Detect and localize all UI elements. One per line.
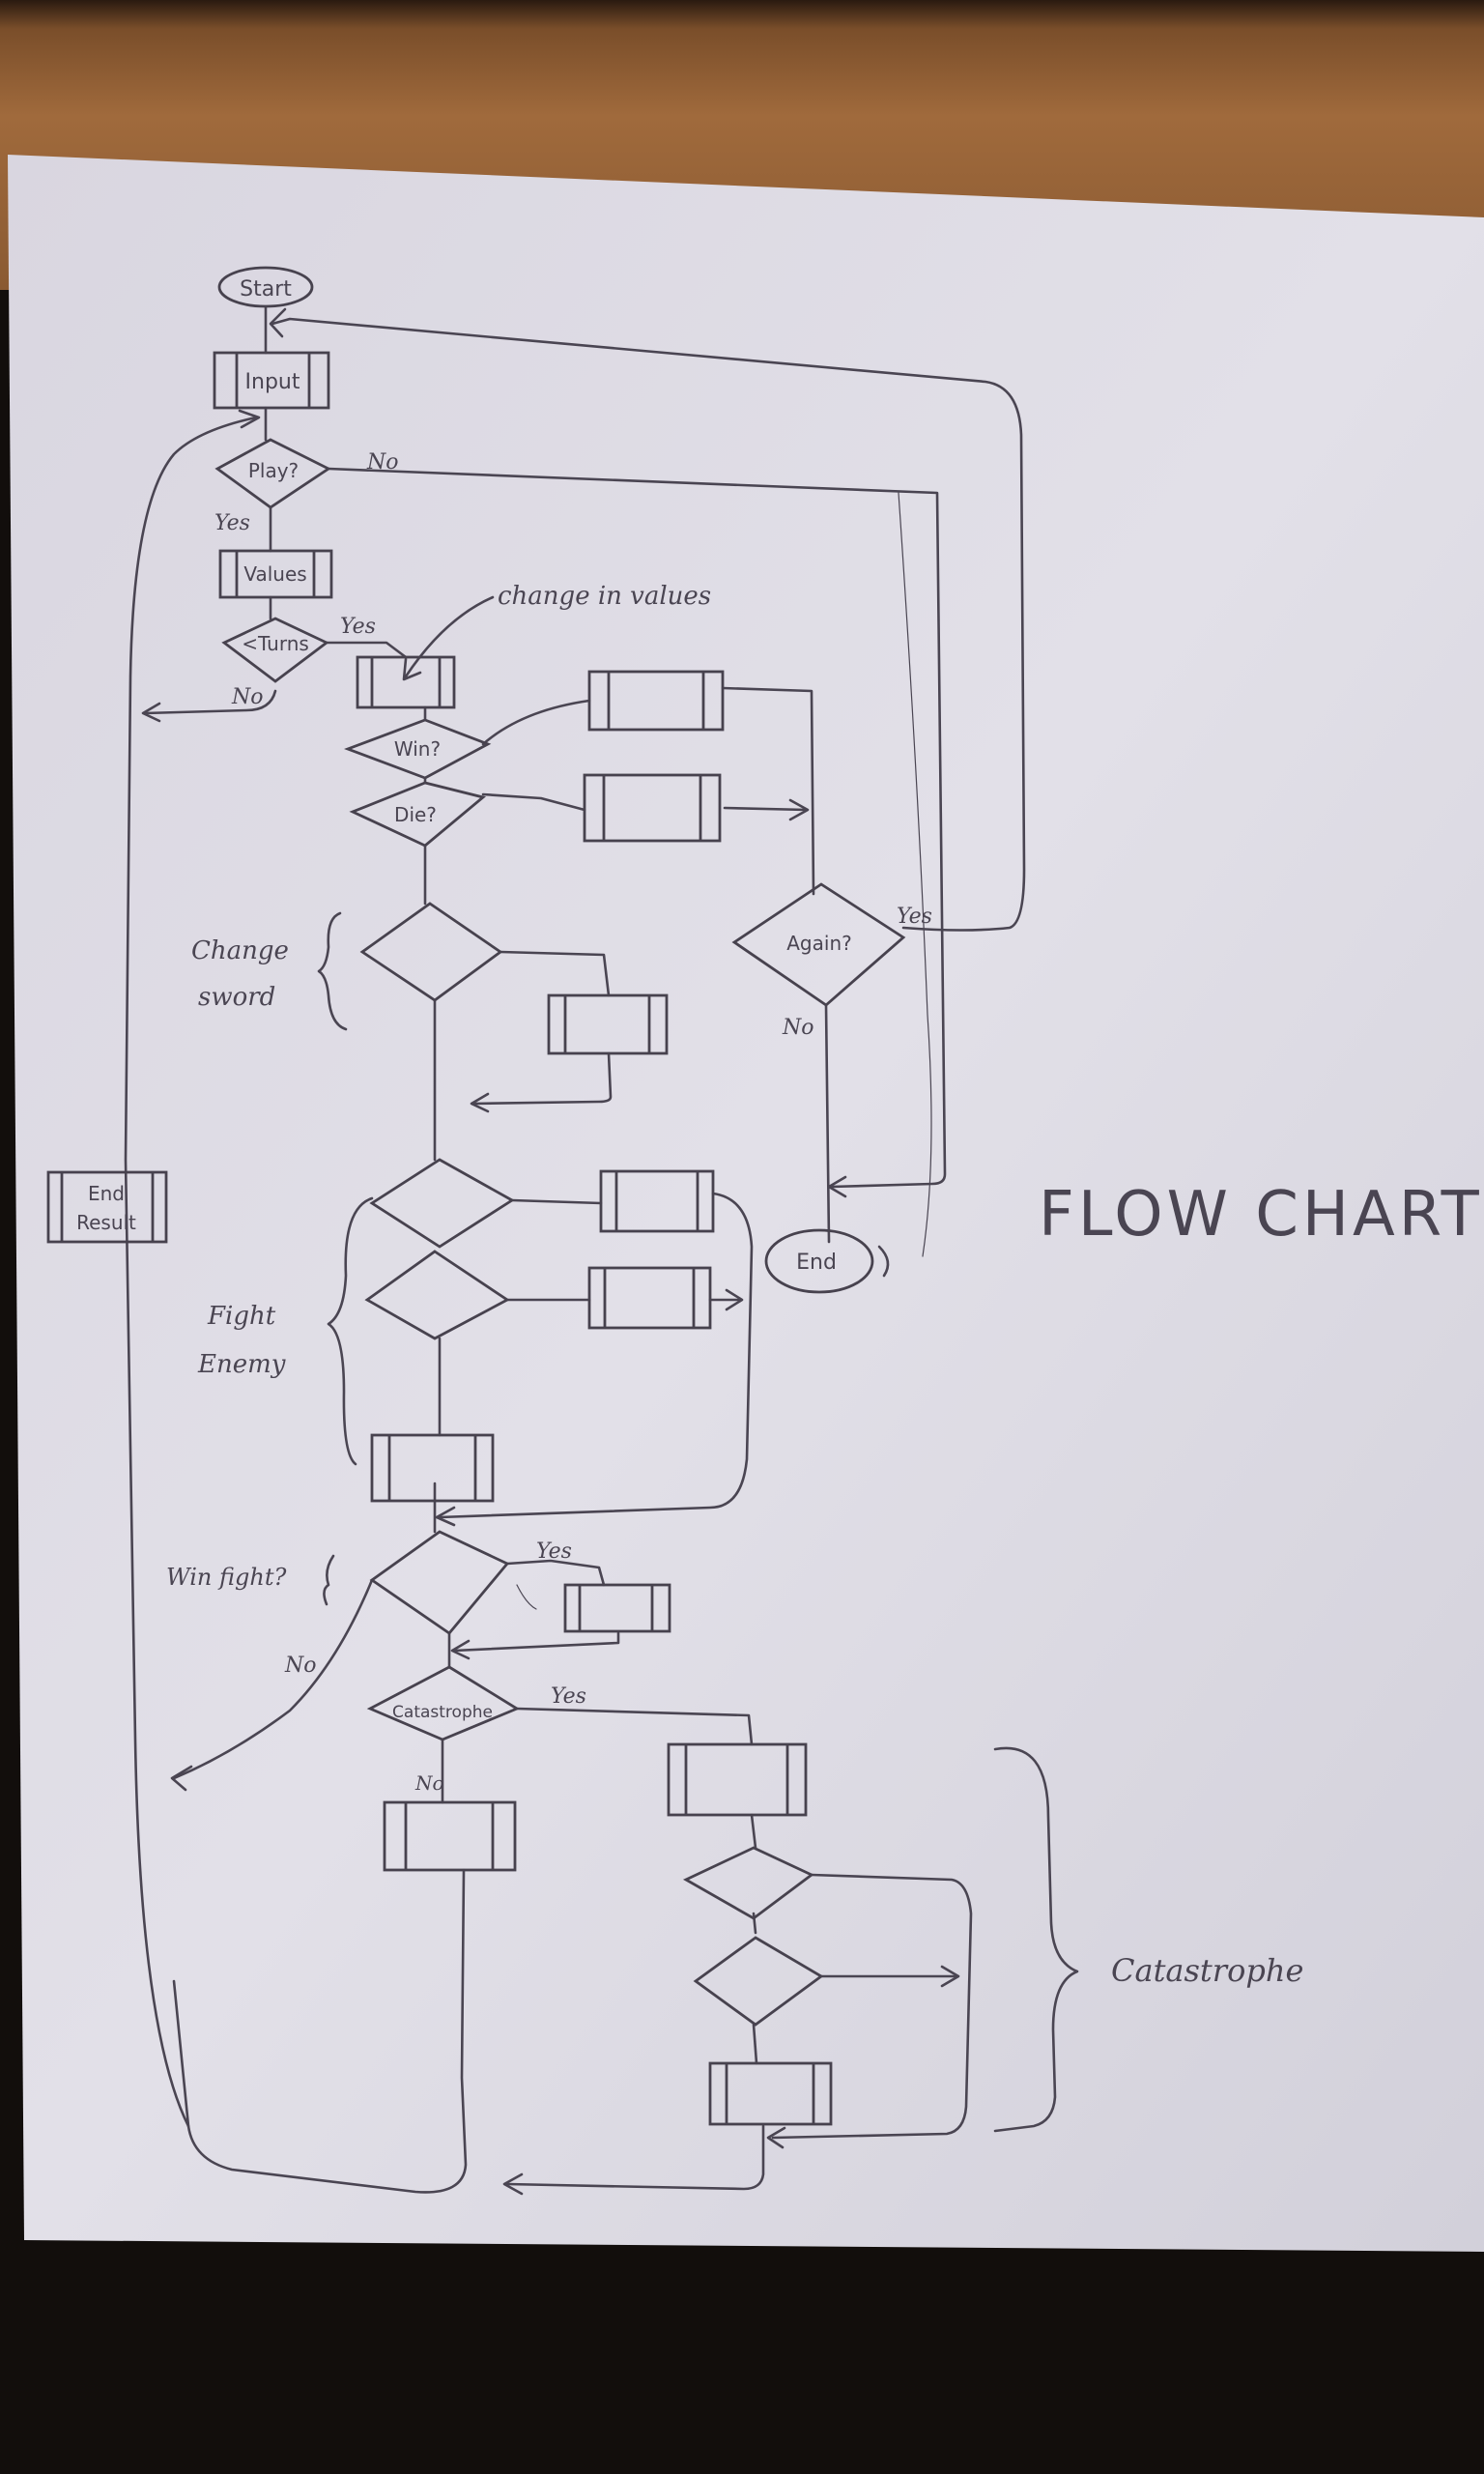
again-yes-label: Yes	[897, 905, 932, 929]
win-fight-note: Win fight?	[166, 1564, 286, 1591]
again-no-label: No	[782, 1016, 814, 1040]
end-result-label-2: Result	[76, 1211, 136, 1234]
fight-enemy-note-2: Enemy	[197, 1350, 286, 1379]
again-label: Again?	[786, 932, 851, 955]
turns-label: <Turns	[242, 632, 309, 655]
turns-no-label: No	[231, 685, 264, 709]
play-label: Play?	[248, 459, 299, 482]
flow-chart-heading: FLOW CHART	[1039, 1179, 1483, 1251]
change-sword-note-2: sword	[198, 983, 275, 1012]
change-in-values-note: change in values	[498, 582, 711, 611]
fight-enemy-note-1: Fight	[207, 1302, 276, 1331]
catastrophe-label: Catastrophe	[392, 1703, 493, 1722]
die-label: Die?	[394, 803, 437, 826]
win-label: Win?	[394, 737, 441, 761]
input-label: Input	[245, 370, 300, 394]
change-sword-note-1: Change	[191, 936, 289, 965]
start-label: Start	[240, 277, 292, 302]
catastrophe-group-note: Catastrophe	[1111, 1952, 1303, 1989]
winfight-no-label: No	[284, 1654, 317, 1678]
catastrophe-yes-label: Yes	[551, 1684, 586, 1709]
end-label: End	[796, 1251, 837, 1275]
values-label: Values	[243, 562, 306, 586]
play-yes-label: Yes	[214, 511, 250, 535]
play-no-label: No	[366, 450, 399, 475]
end-result-label-1: End	[88, 1182, 125, 1205]
catastrophe-no-label: No	[414, 1771, 444, 1795]
bottom-shadow	[0, 2252, 1484, 2474]
winfight-yes-label: Yes	[536, 1539, 572, 1564]
turns-yes-label: Yes	[340, 615, 376, 639]
